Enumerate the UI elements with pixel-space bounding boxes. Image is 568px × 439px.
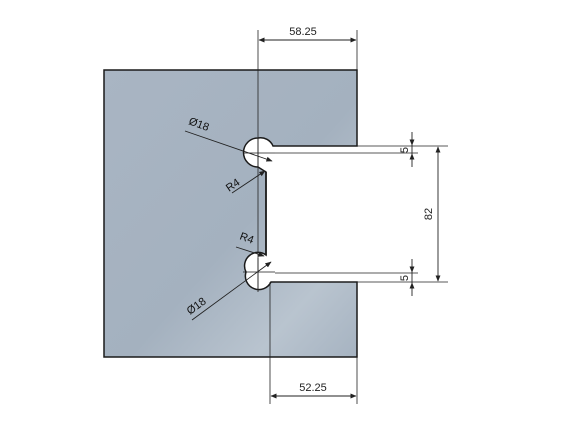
bottom-width-value: 52.25	[299, 382, 327, 394]
bottom-slot-offset-value: 5	[399, 275, 411, 281]
top-diameter-leader	[184, 130, 273, 162]
top-width-value: 58.25	[289, 26, 317, 38]
glass-panel	[103, 69, 358, 358]
dimension-lines	[184, 37, 441, 399]
bottom-diameter-leader	[191, 261, 272, 321]
top-radius-leader	[231, 170, 266, 194]
bottom-radius-label: R4	[238, 231, 255, 247]
top-slot-offset-value: 5	[399, 147, 411, 153]
slot-spacing-value: 82	[423, 208, 435, 220]
extension-lines	[257, 30, 448, 404]
bottom-radius-leader	[235, 246, 265, 257]
